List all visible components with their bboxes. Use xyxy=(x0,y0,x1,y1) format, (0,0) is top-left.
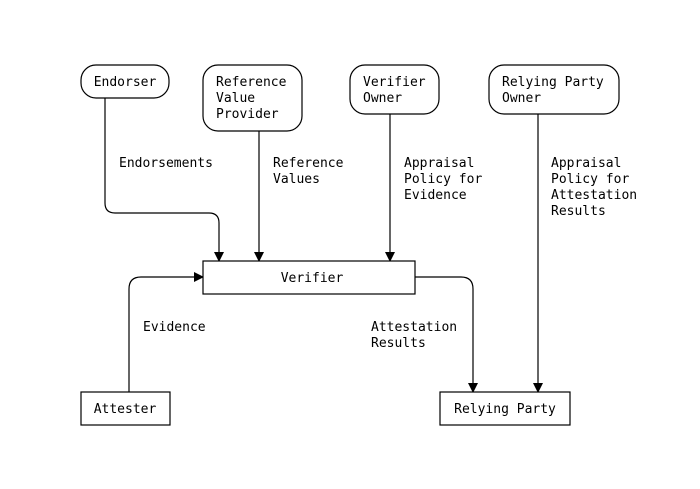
svg-text:Relying Party Owner: Relying Party Owner xyxy=(502,75,612,106)
svg-text:Appraisal Policy for: Appraisal Policy for Evidence xyxy=(404,156,490,203)
svg-text:Reference Value Pr: Reference Value Provider xyxy=(216,75,294,122)
edge-label-appraisal-policy-evidence-line-1: Appraisal xyxy=(404,156,474,171)
edge-label-reference-values-line-1: Reference xyxy=(273,156,344,171)
node-verifier: Verifier xyxy=(202,260,416,295)
node-relying-party: Relying Party xyxy=(439,391,571,426)
edge-label-appraisal-policy-results-line-4: Results xyxy=(551,204,606,219)
node-relying-party-owner: Relying Party Owner xyxy=(488,64,620,115)
edge-label-appraisal-policy-evidence-line-3: Evidence xyxy=(404,188,467,203)
edge-label-attestation-results-line-2: Results xyxy=(371,336,426,351)
svg-text:Endorsements: Endorsements xyxy=(119,156,213,171)
node-reference-value-provider-line-3: Provider xyxy=(216,107,279,122)
svg-text:Verifier Owner: Verifier Owner xyxy=(363,75,433,106)
svg-text:Attester: Attester xyxy=(94,402,157,417)
node-reference-value-provider-line-2: Value xyxy=(216,91,255,106)
node-verifier-owner: Verifier Owner xyxy=(349,64,440,115)
svg-text:Relying Party: Relying Party xyxy=(454,402,556,417)
node-endorser: Endorser xyxy=(80,64,170,99)
svg-text:Appraisal Policy for: Appraisal Policy for Attestation Results xyxy=(551,156,645,219)
svg-text:Endorser: Endorser xyxy=(94,75,157,90)
node-attester: Attester xyxy=(80,391,171,426)
edge-evidence xyxy=(128,272,204,392)
edge-label-appraisal-policy-results-line-3: Attestation xyxy=(551,188,637,203)
edge-label-appraisal-policy-evidence-line-2: Policy for xyxy=(404,172,482,187)
node-relying-party-owner-line-1: Relying Party xyxy=(502,75,604,90)
svg-text:Evidence: Evidence xyxy=(143,320,206,335)
node-verifier-owner-line-1: Verifier xyxy=(363,75,426,90)
node-verifier-label: Verifier xyxy=(281,271,344,286)
edge-label-appraisal-policy-results-line-1: Appraisal xyxy=(551,156,621,171)
node-verifier-owner-line-2: Owner xyxy=(363,91,402,106)
edge-label-reference-values-line-2: Values xyxy=(273,172,320,187)
edges xyxy=(104,98,543,393)
svg-text:Attestation Results: Attestation Results xyxy=(371,320,465,351)
svg-text:Reference Values: Reference Values xyxy=(273,156,351,187)
edge-attestation-results xyxy=(415,276,478,393)
node-endorser-label: Endorser xyxy=(94,75,157,90)
edge-label-evidence: Evidence xyxy=(143,320,206,335)
node-relying-party-label: Relying Party xyxy=(454,402,556,417)
node-relying-party-owner-line-2: Owner xyxy=(502,91,541,106)
node-reference-value-provider: Reference Value Provider xyxy=(202,64,303,132)
node-attester-label: Attester xyxy=(94,402,157,417)
edge-endorsements xyxy=(104,98,224,262)
edge-label-attestation-results-line-1: Attestation xyxy=(371,320,457,335)
edge-labels: Endorsements Reference Values Appraisal … xyxy=(119,156,645,351)
edge-label-appraisal-policy-results-line-2: Policy for xyxy=(551,172,629,187)
edge-label-endorsements: Endorsements xyxy=(119,156,213,171)
svg-text:Verifier: Verifier xyxy=(281,271,344,286)
node-reference-value-provider-line-1: Reference xyxy=(216,75,287,90)
